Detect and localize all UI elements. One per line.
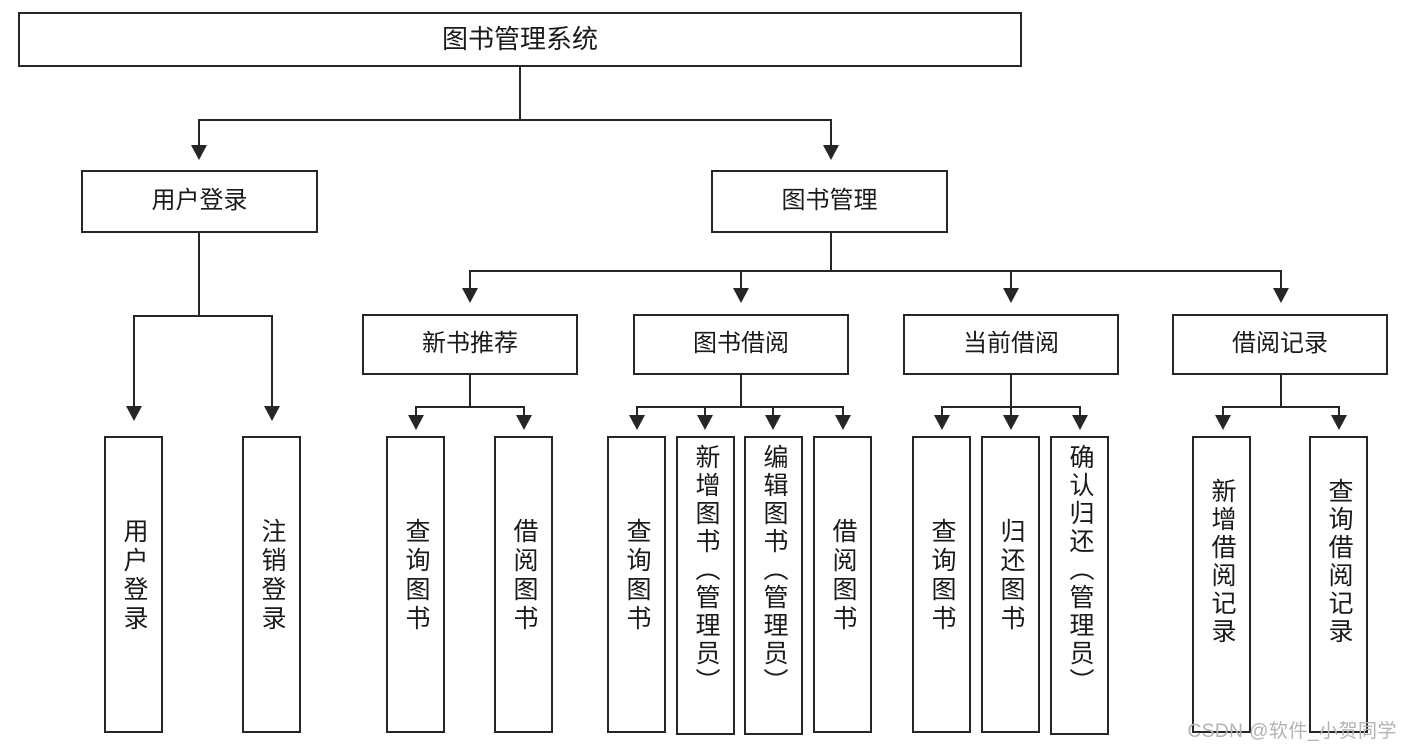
node-label: 当前借阅 bbox=[963, 330, 1059, 358]
leaf-add-book-admin[interactable]: 新增图书（管理员） bbox=[676, 436, 735, 735]
connector-drop-leaf-currentborrow-1 bbox=[941, 406, 943, 418]
arrowhead-leaf-user-login-2 bbox=[264, 406, 280, 421]
leaf-label: 查询借阅记录 bbox=[1325, 478, 1353, 646]
connector-drop-new-book bbox=[469, 270, 471, 290]
connector-drop-user-login bbox=[198, 119, 200, 147]
leaf-label: 借阅图书 bbox=[510, 518, 538, 634]
arrowhead-leaf-currentborrow-2 bbox=[1003, 415, 1019, 430]
leaf-logout[interactable]: 注销登录 bbox=[242, 436, 301, 733]
node-book-manage[interactable]: 图书管理 bbox=[711, 170, 948, 233]
leaf-borrow-book-recommend[interactable]: 借阅图书 bbox=[494, 436, 553, 733]
arrowhead-book-borrow bbox=[733, 288, 749, 303]
connector-drop-leaf-currentborrow-3 bbox=[1079, 406, 1081, 418]
leaf-label: 编辑图书（管理员） bbox=[760, 444, 788, 696]
arrowhead-borrow-record bbox=[1273, 288, 1289, 303]
arrowhead-leaf-newbook-2 bbox=[516, 415, 532, 430]
node-label: 用户登录 bbox=[151, 187, 248, 215]
leaf-label: 新增借阅记录 bbox=[1208, 478, 1236, 646]
leaf-add-borrow-record[interactable]: 新增借阅记录 bbox=[1192, 436, 1251, 733]
leaf-label: 查询图书 bbox=[928, 518, 956, 634]
node-label: 图书管理系统 bbox=[441, 24, 598, 55]
connector-new-book-bus bbox=[415, 406, 525, 408]
connector-drop-book-borrow bbox=[740, 270, 742, 290]
connector-current-borrow-trunk bbox=[1010, 375, 1012, 407]
connector-borrow-record-trunk bbox=[1280, 375, 1282, 407]
connector-drop-leaf-newbook-1 bbox=[415, 406, 417, 418]
connector-drop-book-manage bbox=[830, 119, 832, 147]
leaf-query-book-current[interactable]: 查询图书 bbox=[912, 436, 971, 733]
leaf-label: 确认归还（管理员） bbox=[1066, 444, 1094, 696]
connector-drop-leaf-borrowrecord-1 bbox=[1222, 406, 1224, 418]
connector-book-borrow-bus bbox=[636, 406, 844, 408]
arrowhead-user-login bbox=[191, 145, 207, 160]
connector-user-login-bus bbox=[133, 315, 271, 317]
connector-drop-leaf-bookborrow-4 bbox=[842, 406, 844, 418]
connector-drop-borrow-record bbox=[1280, 270, 1282, 290]
arrowhead-leaf-user-login-1 bbox=[126, 406, 142, 421]
arrowhead-leaf-bookborrow-1 bbox=[629, 415, 645, 430]
leaf-label: 用户登录 bbox=[120, 518, 148, 634]
arrowhead-leaf-bookborrow-3 bbox=[765, 415, 781, 430]
arrowhead-leaf-currentborrow-3 bbox=[1072, 415, 1088, 430]
leaf-borrow-book[interactable]: 借阅图书 bbox=[813, 436, 872, 733]
connector-borrow-record-bus bbox=[1222, 406, 1340, 408]
arrowhead-leaf-bookborrow-4 bbox=[835, 415, 851, 430]
node-user-login[interactable]: 用户登录 bbox=[81, 170, 318, 233]
arrowhead-book-manage bbox=[823, 145, 839, 160]
connector-user-login-trunk bbox=[198, 233, 200, 316]
connector-drop-leaf-bookborrow-1 bbox=[636, 406, 638, 418]
connector-new-book-trunk bbox=[469, 375, 471, 407]
node-borrow-record[interactable]: 借阅记录 bbox=[1172, 314, 1388, 375]
connector-drop-leaf-user-login-1 bbox=[133, 315, 135, 408]
node-label: 图书管理 bbox=[781, 187, 878, 215]
arrowhead-leaf-bookborrow-2 bbox=[697, 415, 713, 430]
leaf-user-login[interactable]: 用户登录 bbox=[104, 436, 163, 733]
leaf-query-book-recommend[interactable]: 查询图书 bbox=[386, 436, 445, 733]
node-label: 借阅记录 bbox=[1232, 330, 1328, 358]
connector-drop-leaf-user-login-2 bbox=[271, 315, 273, 408]
leaf-label: 新增图书（管理员） bbox=[692, 444, 720, 696]
connector-level3-bus bbox=[469, 270, 1281, 272]
leaf-return-book[interactable]: 归还图书 bbox=[981, 436, 1040, 733]
arrowhead-leaf-currentborrow-1 bbox=[934, 415, 950, 430]
arrowhead-leaf-borrowrecord-2 bbox=[1331, 415, 1347, 430]
connector-level2-bus bbox=[198, 119, 832, 121]
node-new-book-recommend[interactable]: 新书推荐 bbox=[362, 314, 578, 375]
leaf-label: 查询图书 bbox=[402, 518, 430, 634]
connector-drop-current-borrow bbox=[1010, 270, 1012, 290]
leaf-label: 查询图书 bbox=[623, 518, 651, 634]
leaf-query-borrow-record[interactable]: 查询借阅记录 bbox=[1309, 436, 1368, 733]
connector-book-borrow-trunk bbox=[740, 375, 742, 407]
connector-drop-leaf-bookborrow-3 bbox=[772, 406, 774, 418]
connector-book-manage-trunk bbox=[830, 233, 832, 271]
node-book-borrow[interactable]: 图书借阅 bbox=[633, 314, 849, 375]
node-label: 图书借阅 bbox=[693, 330, 789, 358]
node-system-root[interactable]: 图书管理系统 bbox=[18, 12, 1022, 67]
connector-root-trunk bbox=[519, 67, 521, 120]
leaf-label: 注销登录 bbox=[258, 518, 286, 634]
leaf-label: 借阅图书 bbox=[829, 518, 857, 634]
node-current-borrow[interactable]: 当前借阅 bbox=[903, 314, 1119, 375]
arrowhead-new-book bbox=[462, 288, 478, 303]
node-label: 新书推荐 bbox=[422, 330, 518, 358]
arrowhead-leaf-borrowrecord-1 bbox=[1215, 415, 1231, 430]
leaf-label: 归还图书 bbox=[997, 518, 1025, 634]
leaf-confirm-return-admin[interactable]: 确认归还（管理员） bbox=[1050, 436, 1109, 735]
connector-drop-leaf-currentborrow-2 bbox=[1010, 406, 1012, 418]
leaf-query-book-borrow[interactable]: 查询图书 bbox=[607, 436, 666, 733]
arrowhead-leaf-newbook-1 bbox=[408, 415, 424, 430]
connector-drop-leaf-bookborrow-2 bbox=[704, 406, 706, 418]
connector-drop-leaf-borrowrecord-2 bbox=[1338, 406, 1340, 418]
connector-drop-leaf-newbook-2 bbox=[523, 406, 525, 418]
leaf-edit-book-admin[interactable]: 编辑图书（管理员） bbox=[744, 436, 803, 735]
csdn-watermark: CSDN @软件_小贺同学 bbox=[1187, 721, 1397, 742]
arrowhead-current-borrow bbox=[1003, 288, 1019, 303]
